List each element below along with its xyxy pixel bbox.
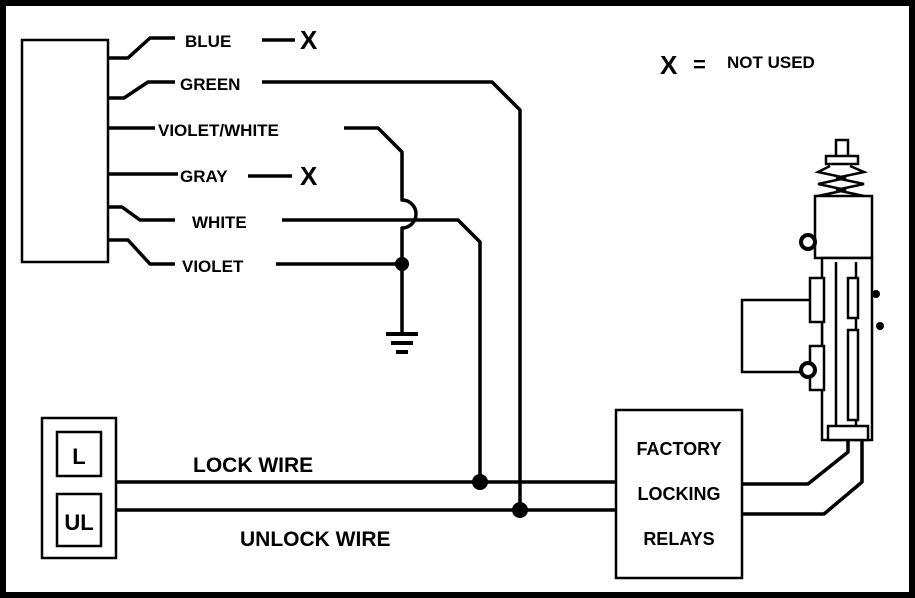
green-wire-run [262, 80, 522, 510]
legend-x-mark: X [660, 50, 678, 80]
lock-button-label: L [72, 444, 85, 469]
violet-white-wire-label: VIOLET/WHITE [158, 121, 279, 140]
relays-line-factory: FACTORY [636, 439, 721, 459]
factory-relays-box [614, 408, 744, 580]
violet-wire-label: VIOLET [182, 257, 244, 276]
unlock-wire-junction [512, 502, 528, 518]
white-wire-run [282, 218, 482, 482]
legend-equals: = [693, 52, 706, 77]
white-wire [108, 205, 175, 222]
lock-wire-label: LOCK WIRE [193, 454, 313, 477]
unlock-wire-label: UNLOCK WIRE [240, 528, 391, 551]
violet-wire [108, 238, 175, 266]
module-connector [20, 38, 110, 264]
lock-button [55, 430, 103, 478]
door-lock-actuator [740, 138, 884, 442]
blue-wire-label: BLUE [185, 32, 231, 51]
actuator-wire-unlock [742, 440, 864, 516]
relays-line-relays: RELAYS [643, 529, 714, 549]
ground-icon [386, 332, 418, 354]
white-wire-label: WHITE [192, 213, 247, 232]
gray-not-used-mark: X [300, 161, 318, 191]
actuator-wire-lock [742, 440, 850, 486]
violet-white-wire-run [344, 126, 418, 264]
blue-not-used-mark: X [300, 25, 318, 55]
lock-wire-junction [472, 474, 488, 490]
gray-wire-label: GRAY [180, 167, 228, 186]
relays-line-locking: LOCKING [638, 484, 721, 504]
green-wire [108, 80, 175, 100]
blue-wire [108, 36, 175, 60]
unlock-button-label: UL [64, 510, 93, 535]
unlock-button [55, 492, 103, 548]
legend-not-used-text: NOT USED [727, 53, 815, 72]
green-wire-label: GREEN [180, 75, 240, 94]
